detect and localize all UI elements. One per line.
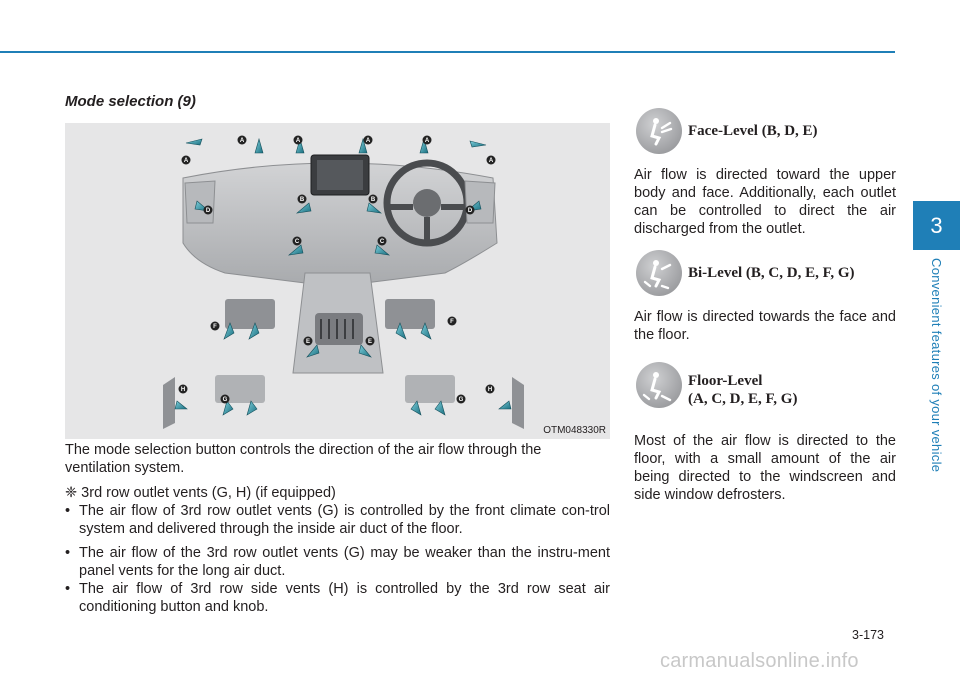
mode-floor-level: Floor-Level (A, C, D, E, F, G) [636, 362, 898, 408]
vent-label: C [295, 239, 300, 245]
vent-label: H [488, 387, 492, 393]
bullet-text: The air flow of 3rd row side vents (H) i… [79, 581, 610, 615]
chapter-caption-text: Convenient features of your vehicle [929, 258, 944, 473]
vent-label: A [489, 158, 494, 164]
vent-label: A [425, 138, 430, 144]
bullet-text: The air flow of 3rd row outlet vents (G)… [79, 503, 610, 537]
chapter-tab: 3 [913, 201, 960, 250]
mode-heading: Bi-Level (B, C, D, E, F, G) [688, 265, 855, 281]
vent-label: E [306, 339, 310, 345]
ventilation-diagram: A A A A A A B B C C D D E E F F G G H H … [65, 123, 610, 439]
vent-label: F [213, 324, 217, 330]
bullet-item: • The air flow of the 3rd row outlet ven… [65, 544, 610, 580]
vent-label: F [450, 319, 454, 325]
bullet-item: • The air flow of 3rd row side vents (H)… [65, 580, 610, 616]
mode-description: Air flow is directed toward the upper bo… [634, 167, 896, 237]
vent-label: H [181, 387, 185, 393]
bullet-mark: • [65, 545, 71, 561]
bullet-item: • The air flow of 3rd row outlet vents (… [65, 502, 610, 538]
intro-paragraph: The mode selection button controls the d… [65, 442, 542, 476]
vent-label: D [206, 208, 211, 214]
mode-heading: Floor-Level (A, C, D, E, F, G) [688, 372, 797, 408]
bullet-mark: • [65, 581, 71, 597]
vent-label: C [380, 239, 385, 245]
vent-label: G [459, 397, 464, 403]
vent-label: E [368, 339, 372, 345]
vent-label: A [240, 138, 245, 144]
vent-label: B [300, 197, 305, 203]
bullet-mark: • [65, 503, 71, 519]
chapter-caption: Convenient features of your vehicle [914, 258, 960, 498]
watermark: carmanualsonline.info [660, 650, 859, 672]
figure-code: OTM048330R [543, 425, 606, 436]
bullet-text: The air flow of the 3rd row outlet vents… [79, 545, 610, 579]
section-title: Mode selection (9) [65, 93, 196, 110]
mode-description: Most of the air flow is directed to the … [634, 433, 896, 503]
vent-label: A [184, 158, 189, 164]
vent-label: G [223, 397, 228, 403]
face-level-icon [636, 108, 682, 154]
vent-label: A [296, 138, 301, 144]
bi-level-icon [636, 250, 682, 296]
note-heading: ❈ 3rd row outlet vents (G, H) (if equipp… [65, 485, 336, 501]
mode-heading-line: Floor-Level [688, 373, 763, 389]
mode-heading-line: (A, C, D, E, F, G) [688, 391, 798, 407]
vent-label: D [468, 208, 473, 214]
mode-description: Air flow is directed towards the face an… [634, 309, 896, 343]
mode-face-level: Face-Level (B, D, E) [636, 108, 898, 154]
vent-label: B [371, 197, 376, 203]
floor-level-icon [636, 362, 682, 408]
dashboard-illustration: A A A A A A B B C C D D E E F F G G H H [163, 135, 524, 429]
top-rule [0, 51, 895, 53]
vent-label: A [366, 138, 371, 144]
page-number: 3-173 [852, 628, 884, 642]
mode-heading: Face-Level (B, D, E) [688, 123, 818, 139]
mode-bi-level: Bi-Level (B, C, D, E, F, G) [636, 250, 898, 296]
